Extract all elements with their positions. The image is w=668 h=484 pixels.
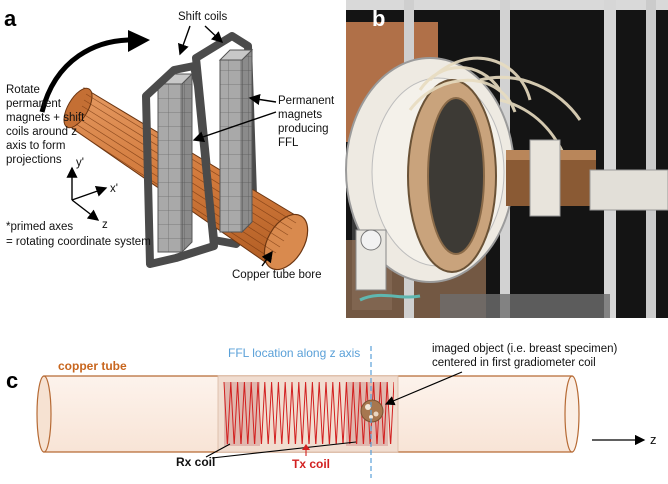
shift-coil-front xyxy=(142,62,218,268)
svg-text:magnets: magnets xyxy=(278,109,322,121)
imaged-object xyxy=(360,399,384,423)
shift-coils-label: Shift coils xyxy=(178,11,227,23)
svg-text:producing: producing xyxy=(278,123,329,135)
panel-a-letter: a xyxy=(4,6,17,31)
rx-arrow-right xyxy=(211,441,357,459)
object-arrow xyxy=(384,371,463,406)
primed-axes-note: *primed axes = rotating coordinate syste… xyxy=(6,221,151,248)
axis-x-label: x' xyxy=(110,183,118,195)
svg-text:Rotate: Rotate xyxy=(6,84,40,96)
ffl-label: FFL location along z axis xyxy=(228,346,360,360)
z-axis-label: z xyxy=(650,432,657,447)
panel-b-letter: b xyxy=(372,6,385,31)
svg-text:imaged object (i.e. breast spe: imaged object (i.e. breast specimen) xyxy=(432,343,618,355)
shift-coils-arrow-1 xyxy=(178,25,191,56)
panel-c: c copper tube FFL location along z axis xyxy=(6,343,657,478)
shift-coils-arrow-2 xyxy=(204,25,224,43)
svg-text:coils around z: coils around z xyxy=(6,126,77,138)
rx-arrow-left xyxy=(205,443,231,458)
panel-b-photo: b xyxy=(345,0,668,318)
copper-tube-label: copper tube xyxy=(58,359,127,373)
axis-z-label: z xyxy=(102,219,108,231)
rx-coil-label: Rx coil xyxy=(176,455,215,469)
svg-text:*primed axes: *primed axes xyxy=(6,221,73,233)
axis-y-label: y' xyxy=(76,157,84,169)
copper-tube-left-end xyxy=(36,375,52,453)
object-label: imaged object (i.e. breast specimen) cen… xyxy=(432,343,618,369)
copper-tube-right-end xyxy=(564,375,580,453)
panel-c-letter: c xyxy=(6,368,18,393)
svg-text:axis to form: axis to form xyxy=(6,140,65,152)
permanent-magnet-left xyxy=(156,72,194,254)
permanent-magnet-right xyxy=(218,48,254,234)
svg-text:Permanent: Permanent xyxy=(278,95,335,107)
svg-text:= rotating coordinate system: = rotating coordinate system xyxy=(6,236,151,248)
magnets-label: Permanent magnets producing FFL xyxy=(278,95,335,149)
svg-text:magnets + shift: magnets + shift xyxy=(6,112,85,124)
tx-arrowhead xyxy=(302,444,310,450)
axes-triad: y' x' z xyxy=(66,157,118,231)
svg-text:projections: projections xyxy=(6,154,62,166)
rotation-arrow xyxy=(39,37,139,113)
rotate-label: Rotate permanent magnets + shift coils a… xyxy=(6,84,85,166)
magnets-arrow-2 xyxy=(192,111,277,143)
tx-coil-label: Tx coil xyxy=(292,457,330,471)
bore-label: Copper tube bore xyxy=(232,269,322,281)
svg-text:permanent: permanent xyxy=(6,98,62,110)
svg-text:FFL: FFL xyxy=(278,137,299,149)
bore-arrow xyxy=(261,250,273,267)
svg-text:centered in first gradiometer: centered in first gradiometer coil xyxy=(432,357,596,369)
magnets-arrow-1 xyxy=(248,93,277,106)
panel-a: a xyxy=(4,6,335,281)
rotation-arrowhead xyxy=(128,30,150,52)
